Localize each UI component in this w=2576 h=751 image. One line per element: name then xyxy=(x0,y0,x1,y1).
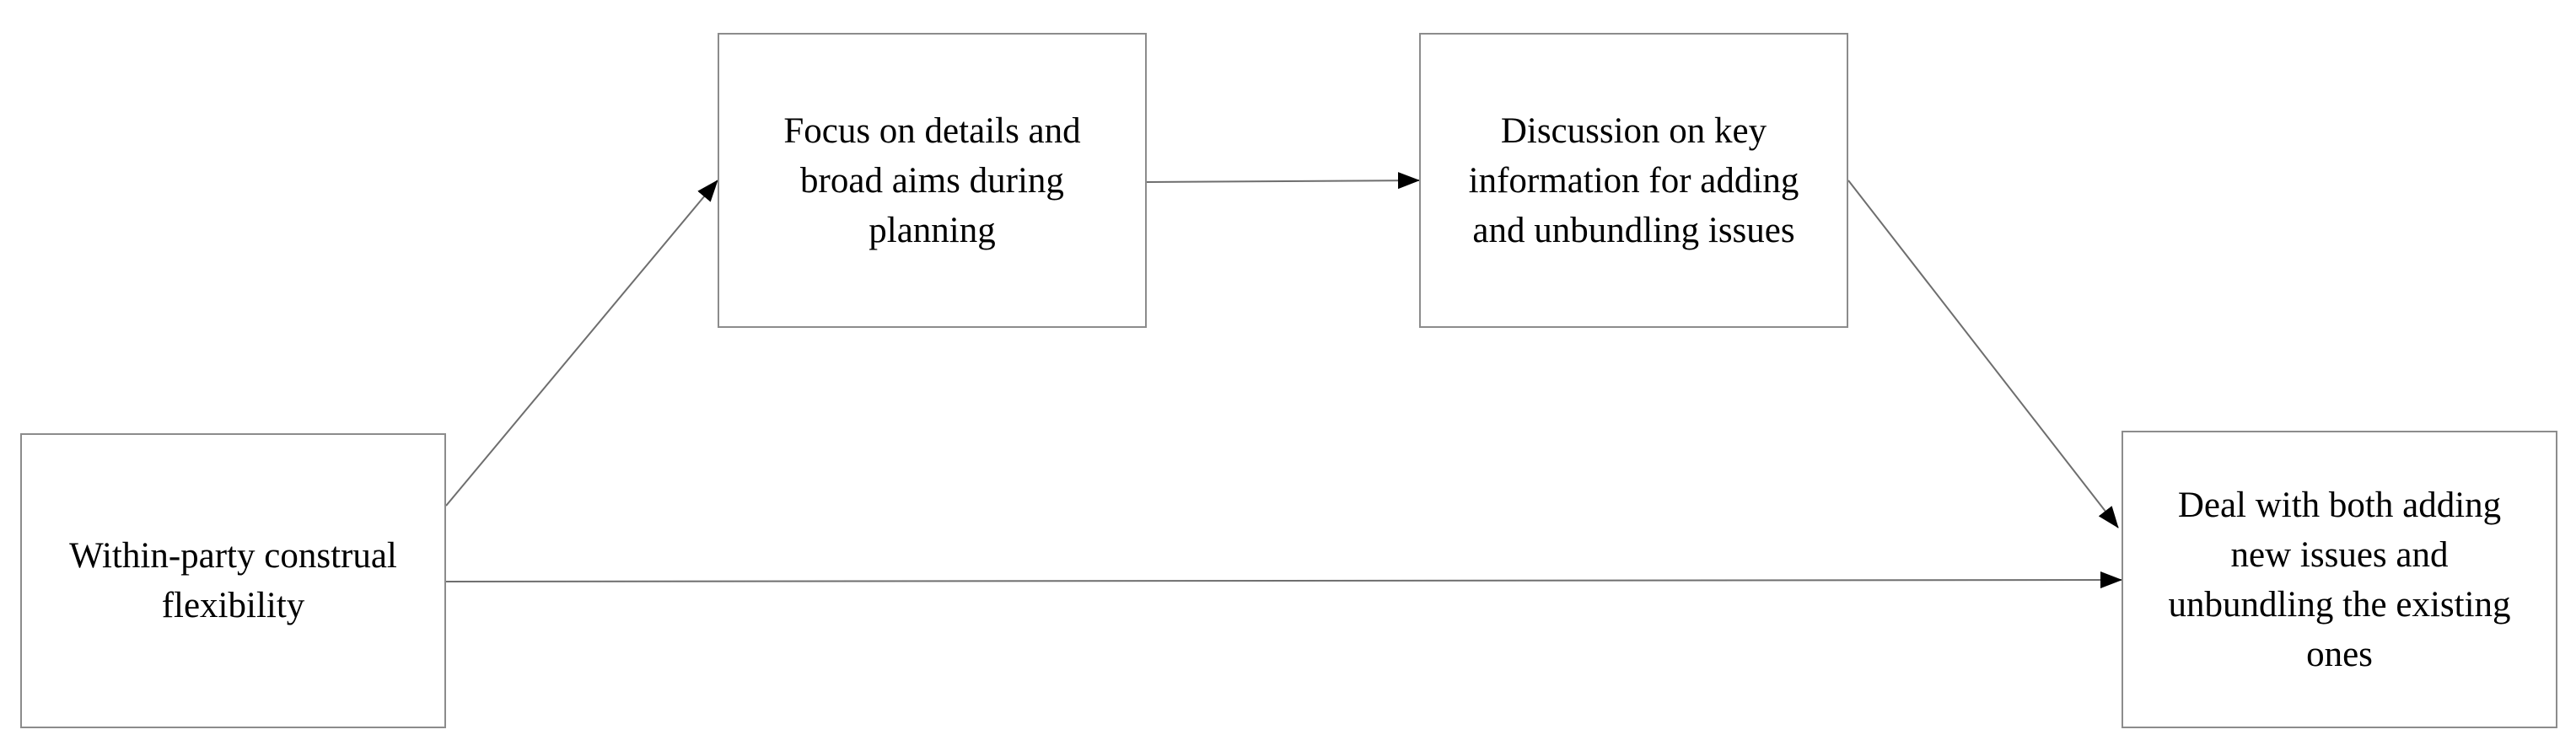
node-deal-outcome: Deal with both adding new issues and unb… xyxy=(2122,431,2557,728)
node-label: Discussion on key information for adding… xyxy=(1468,110,1799,250)
arrow-within-to-focus xyxy=(445,180,718,507)
arrow-within-to-deal xyxy=(445,571,2122,589)
arrow-discussion-to-deal xyxy=(1847,180,2119,528)
node-focus-details: Focus on details and broad aims during p… xyxy=(718,33,1147,328)
arrow-focus-to-discussion xyxy=(1146,172,1420,190)
node-within-party-construal: Within-party construal flexibility xyxy=(20,433,446,728)
node-label: Within-party construal flexibility xyxy=(69,536,397,625)
node-label: Deal with both adding new issues and unb… xyxy=(2168,485,2511,674)
node-label: Focus on details and broad aims during p… xyxy=(783,110,1081,250)
node-discussion: Discussion on key information for adding… xyxy=(1419,33,1848,328)
